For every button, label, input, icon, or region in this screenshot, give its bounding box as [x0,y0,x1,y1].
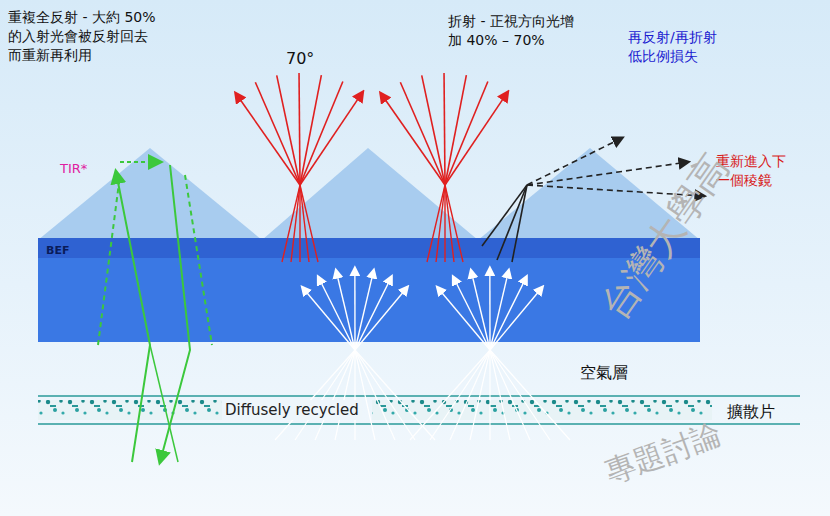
ray [255,82,300,185]
ray [300,82,343,185]
ray [336,270,355,350]
ray [298,73,301,185]
recycle-label: Diffusely recycled [222,400,362,420]
ray [291,185,300,262]
ray [410,350,490,440]
tir-note: 重複全反射 - 大約 50% 的入射光會被反射回去而重新再利用 [8,8,158,65]
ray [445,92,508,185]
ray [275,350,355,440]
watermark: 專題討論 [600,414,727,493]
ray [470,350,490,440]
ray [471,270,490,350]
bef-band-top [38,238,700,258]
ray [282,185,300,262]
ray [355,350,395,440]
diffuser-dots [372,400,712,420]
ray [444,185,445,262]
ray [355,350,415,440]
refraction-note: 折射 - 正視方向光增加 40% – 70% [448,12,578,50]
ray [355,350,435,440]
band-label: BEF [46,244,692,257]
ray [335,350,355,440]
prism [38,148,262,240]
ray [355,287,407,350]
ray [427,185,445,262]
ray [445,185,463,262]
tir-ray [98,162,212,462]
loss-note: 再反射/再折射 低比例損失 [628,28,730,66]
ray [430,350,490,440]
ray [354,350,355,440]
angle-label: 70° [286,48,314,70]
tir-mark: TIR* [60,160,87,178]
ray [490,350,550,440]
air-layer-label: 空氣層 [580,362,628,384]
ray [445,82,488,185]
ray [295,350,355,440]
ray [422,75,445,185]
ray [277,75,300,185]
ray [299,185,300,262]
ray [490,287,542,350]
ray [489,268,491,350]
ray [490,350,570,440]
ray [318,277,355,350]
ray [450,350,490,440]
ray [436,185,445,262]
ray [315,350,355,440]
ray [443,73,446,185]
light-rays [236,73,570,440]
ray [354,268,356,350]
ray [453,277,490,350]
ray [489,350,490,440]
ray [300,185,309,262]
diffuser-label: 擴散片 [724,401,778,423]
ray [400,82,445,185]
ray [490,350,510,440]
ray [490,350,530,440]
ray [355,350,375,440]
ray [300,185,318,262]
ray [445,185,454,262]
ray [300,92,363,185]
